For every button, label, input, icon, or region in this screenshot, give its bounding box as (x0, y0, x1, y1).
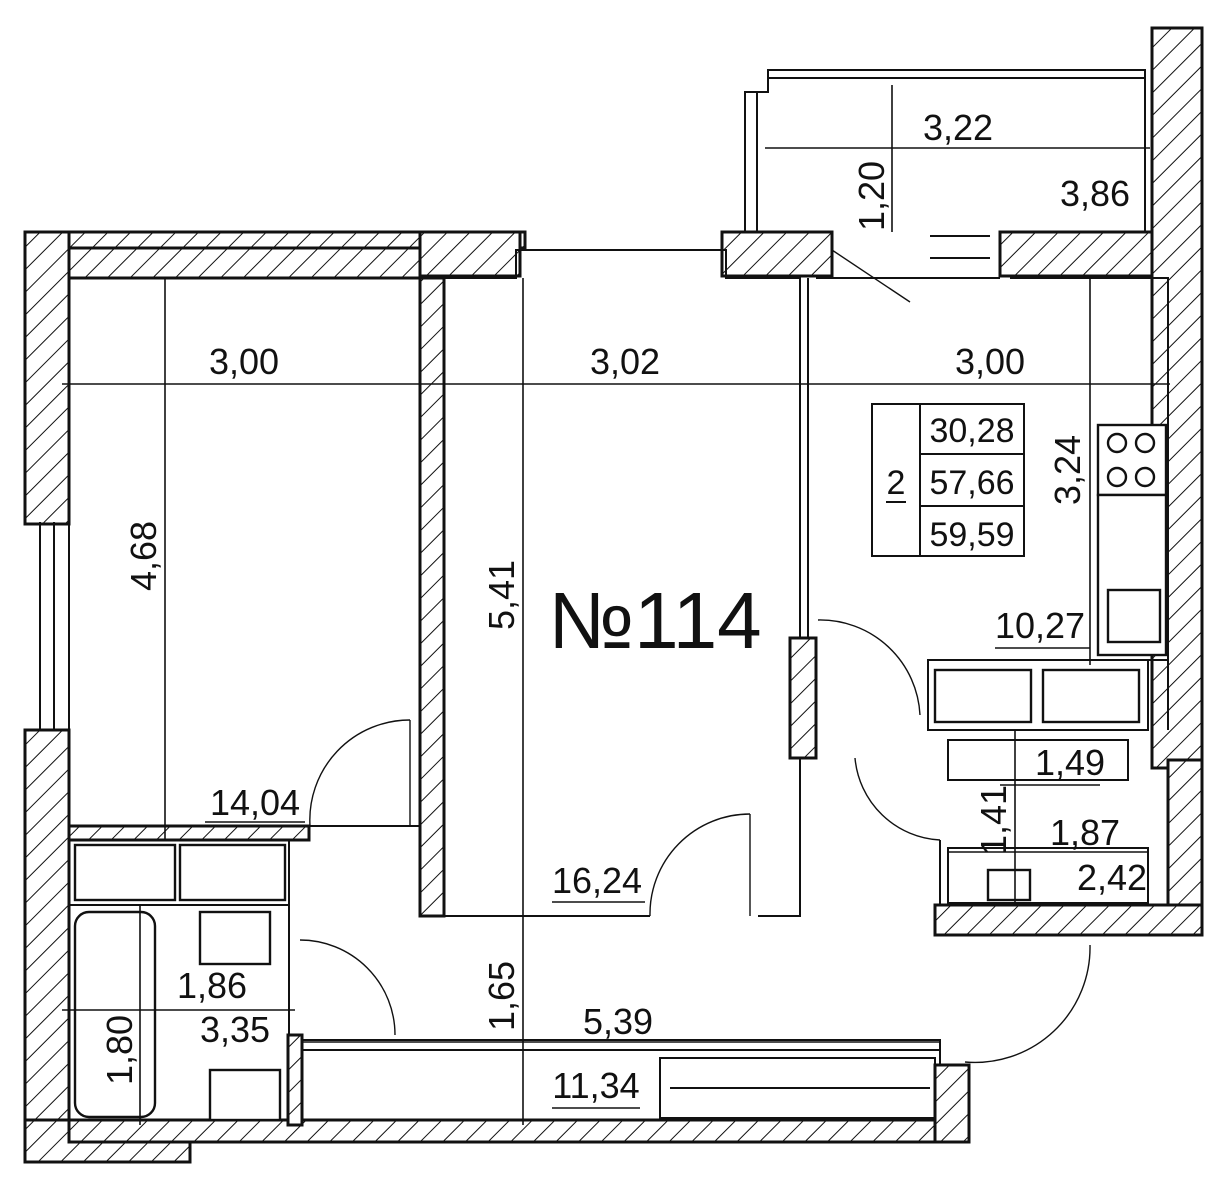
kitchen-sink-icon (1106, 588, 1162, 644)
area-corridor: 11,34 (552, 1065, 639, 1106)
total-area: 57,66 (929, 464, 1014, 502)
bathroom-washer-icon (208, 1068, 282, 1122)
room-area-labels: 14,04 16,24 10,27 1,49 1,87 2,42 3,35 11… (200, 605, 1147, 1109)
fixtures (73, 423, 1168, 1122)
dim-kitchen-width: 3,00 (955, 341, 1025, 382)
washing-machine-icon (1041, 668, 1141, 724)
area-bedroom: 14,04 (210, 782, 300, 823)
bathtub-icon (73, 910, 157, 1119)
toilet-sink-icon (986, 868, 1032, 902)
dim-bedroom-length: 4,68 (123, 521, 164, 591)
area-toilet: 1,87 (1050, 812, 1120, 853)
door-swings (299, 249, 1091, 1064)
rooms-count: 2 (887, 464, 906, 502)
washing-machine-icon (933, 668, 1033, 724)
dim-corridor-width: 1,65 (481, 961, 522, 1031)
area-kitchen: 10,27 (995, 605, 1085, 646)
apartment-number: №114 (548, 576, 761, 665)
walls (23, 26, 1204, 1164)
dimension-labels: 3,22 3,86 1,20 3,00 3,02 3,00 4,68 5,41 … (99, 107, 1130, 1085)
dim-kitchen-length: 3,24 (1047, 435, 1088, 505)
dim-balcony-length: 3,86 (1060, 173, 1130, 214)
total-area-with-balcony: 59,59 (929, 516, 1014, 554)
room-outlines (39, 235, 1169, 1065)
dim-living-width: 3,02 (590, 341, 660, 382)
dim-corridor-length: 5,39 (583, 1001, 653, 1042)
bathroom-sink-icon (198, 910, 272, 966)
area-closet: 1,49 (1035, 742, 1105, 783)
dim-balcony-width: 3,22 (923, 107, 993, 148)
area-utility: 2,42 (1077, 857, 1147, 898)
dim-balcony-depth: 1,20 (851, 161, 892, 231)
area-living-room: 16,24 (552, 860, 642, 901)
living-area: 30,28 (929, 412, 1014, 450)
dim-bath-length: 1,80 (99, 1015, 140, 1085)
dim-closet-depth: 1,41 (973, 785, 1014, 855)
dimension-lines (62, 85, 1170, 1125)
dim-bath-width: 1,86 (177, 965, 247, 1006)
dim-living-length: 5,41 (481, 560, 522, 630)
area-bathroom: 3,35 (200, 1009, 270, 1050)
stove-icon (1096, 423, 1168, 497)
dim-bedroom-width: 3,00 (209, 341, 279, 382)
balcony (744, 69, 1146, 232)
area-summary-table: 2 30,28 57,66 59,59 (871, 403, 1025, 557)
